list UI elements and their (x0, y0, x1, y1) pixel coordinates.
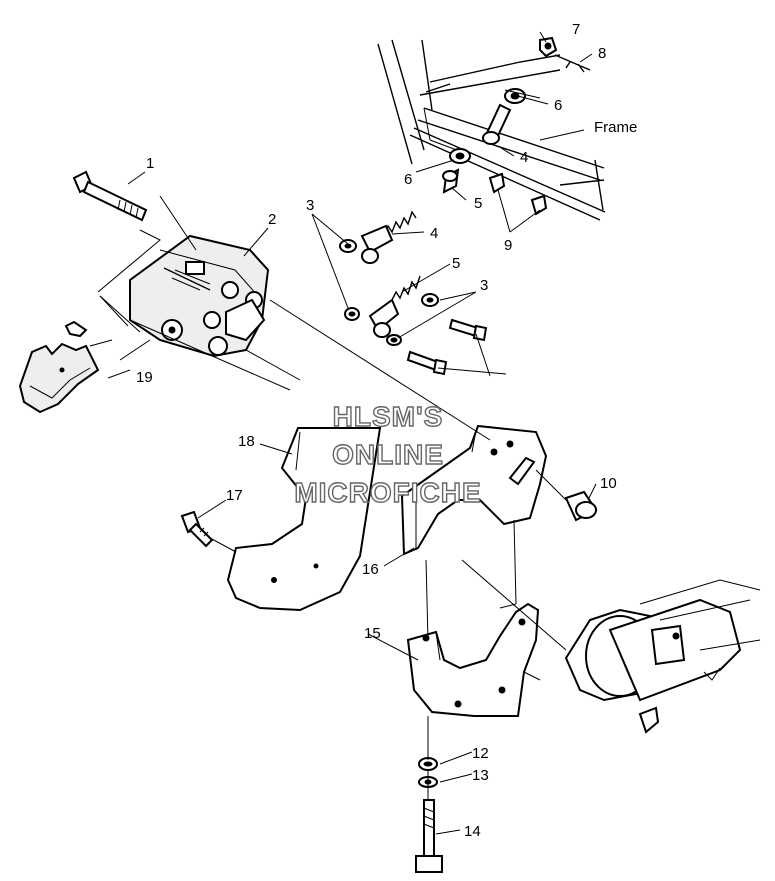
callout-3-right: 3 (480, 277, 488, 294)
callout-17: 17 (226, 487, 243, 504)
lower-fasteners (415, 757, 443, 873)
callout-5-upper: 5 (474, 195, 482, 212)
frame-label: Frame (594, 119, 637, 136)
watermark-line-3: MICROFICHE (294, 477, 481, 508)
callout-1: 1 (146, 155, 154, 172)
brake-caliper (129, 234, 270, 358)
callout-6-upper: 6 (554, 97, 562, 114)
bushing (564, 490, 598, 522)
bracket-bolt (180, 510, 214, 548)
callout-15: 15 (364, 625, 381, 642)
upper-linkage (339, 36, 591, 376)
callout-12: 12 (472, 745, 489, 762)
assembly-lines (89, 195, 567, 800)
callout-10: 10 (600, 475, 617, 492)
axle-hub (564, 579, 761, 734)
callout-9: 9 (504, 237, 512, 254)
callout-14: 14 (464, 823, 481, 840)
callout-6-lower: 6 (404, 171, 412, 188)
callout-8: 8 (598, 45, 606, 62)
callout-19: 19 (136, 369, 153, 386)
callout-leaders (107, 31, 597, 835)
callout-5-lower: 5 (452, 255, 460, 272)
upper-axle-bracket (400, 424, 548, 556)
caliper-bracket-plate (226, 427, 382, 612)
long-bolt (72, 170, 148, 222)
watermark: HLSM'S ONLINE MICROFICHE (294, 400, 482, 508)
callout-13: 13 (472, 767, 489, 784)
callout-16: 16 (362, 561, 379, 578)
watermark-line-2: ONLINE (332, 439, 444, 470)
watermark-line-1: HLSM'S (333, 401, 444, 432)
callout-2: 2 (268, 211, 276, 228)
callout-4-upper: 4 (520, 149, 528, 166)
callout-3-left: 3 (306, 197, 314, 214)
callout-4-lower: 4 (430, 225, 438, 242)
brake-pad (18, 320, 100, 414)
callout-7: 7 (572, 21, 580, 38)
callout-18: 18 (238, 433, 255, 450)
